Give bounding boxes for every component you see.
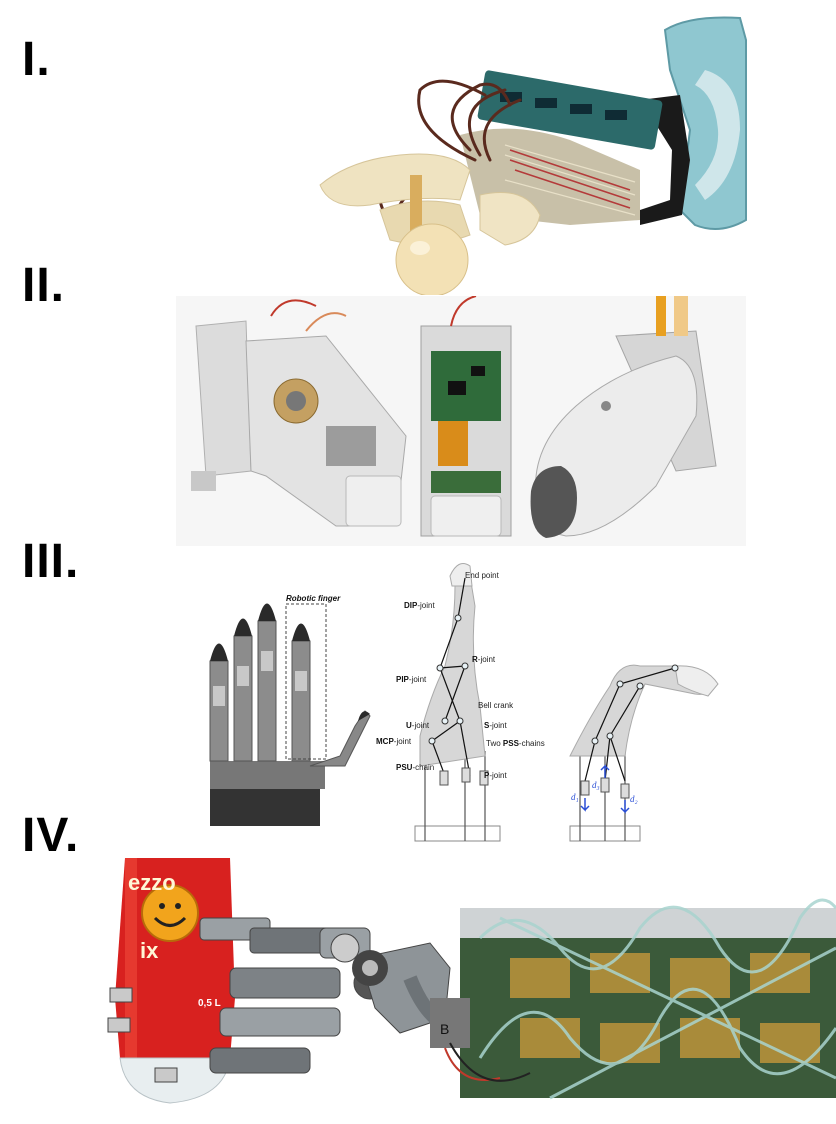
forearm-electronics: B xyxy=(430,898,836,1100)
label-pip-joint: PIP-joint xyxy=(396,675,427,684)
panel-4-hand-with-bottle-photo: ezzo ix 0,5 L xyxy=(107,858,836,1104)
bottle-brand-text-2: ix xyxy=(140,938,159,963)
label-p-joint: P-joint xyxy=(484,771,507,780)
finger-module-covered xyxy=(530,296,717,538)
label-mcp-joint: MCP-joint xyxy=(376,737,412,746)
label-bell-crank: Bell crank xyxy=(478,701,514,710)
label-d2: d₂ xyxy=(630,794,638,804)
label-u-joint: U-joint xyxy=(406,721,430,730)
kinematic-diagram-bent-finger: d₁ d₃ d₂ xyxy=(569,664,719,842)
label-two-pss-chains: Two PSS-chains xyxy=(486,739,545,748)
label-d3: d₃ xyxy=(592,780,600,790)
finger-module-open-side xyxy=(191,299,407,527)
robotic-finger-label: Robotic finger xyxy=(286,594,341,603)
label-r-joint: R-joint xyxy=(472,655,496,664)
bottle-brand-text: ezzo xyxy=(128,870,176,895)
panel-numeral-2: II. xyxy=(22,259,66,312)
label-end-point: End point xyxy=(465,571,500,580)
label-psu-chain: PSU-chain xyxy=(396,763,434,772)
board-tag: B xyxy=(440,1021,449,1037)
panel-3-kinematic-diagrams: Robotic finger End point DIP-joint R-joi… xyxy=(209,563,719,842)
panel-numeral-1: I. xyxy=(22,33,51,86)
soda-bottle: ezzo ix 0,5 L xyxy=(115,858,235,1104)
panel-numeral-4: IV. xyxy=(22,809,80,862)
black-bracket xyxy=(640,95,690,225)
panel-numeral-3: III. xyxy=(22,535,80,588)
panel-2-finger-modules-photo xyxy=(176,296,746,546)
label-d1: d₁ xyxy=(571,792,579,802)
panel-1-robotic-hand-photo xyxy=(319,16,747,295)
finger-cream-1 xyxy=(319,153,471,207)
kinematic-diagram-finger: End point DIP-joint R-joint PIP-joint Be… xyxy=(376,563,545,842)
robotic-hand-render: Robotic finger xyxy=(209,594,371,826)
finger-module-pcb-side xyxy=(420,296,512,537)
label-s-joint: S-joint xyxy=(484,721,507,730)
bottle-volume-label: 0,5 L xyxy=(198,998,221,1009)
ball xyxy=(395,223,469,295)
thumb-cream xyxy=(479,192,541,246)
robotic-finger-highlight-box xyxy=(285,603,327,760)
label-dip-joint: DIP-joint xyxy=(404,601,435,610)
